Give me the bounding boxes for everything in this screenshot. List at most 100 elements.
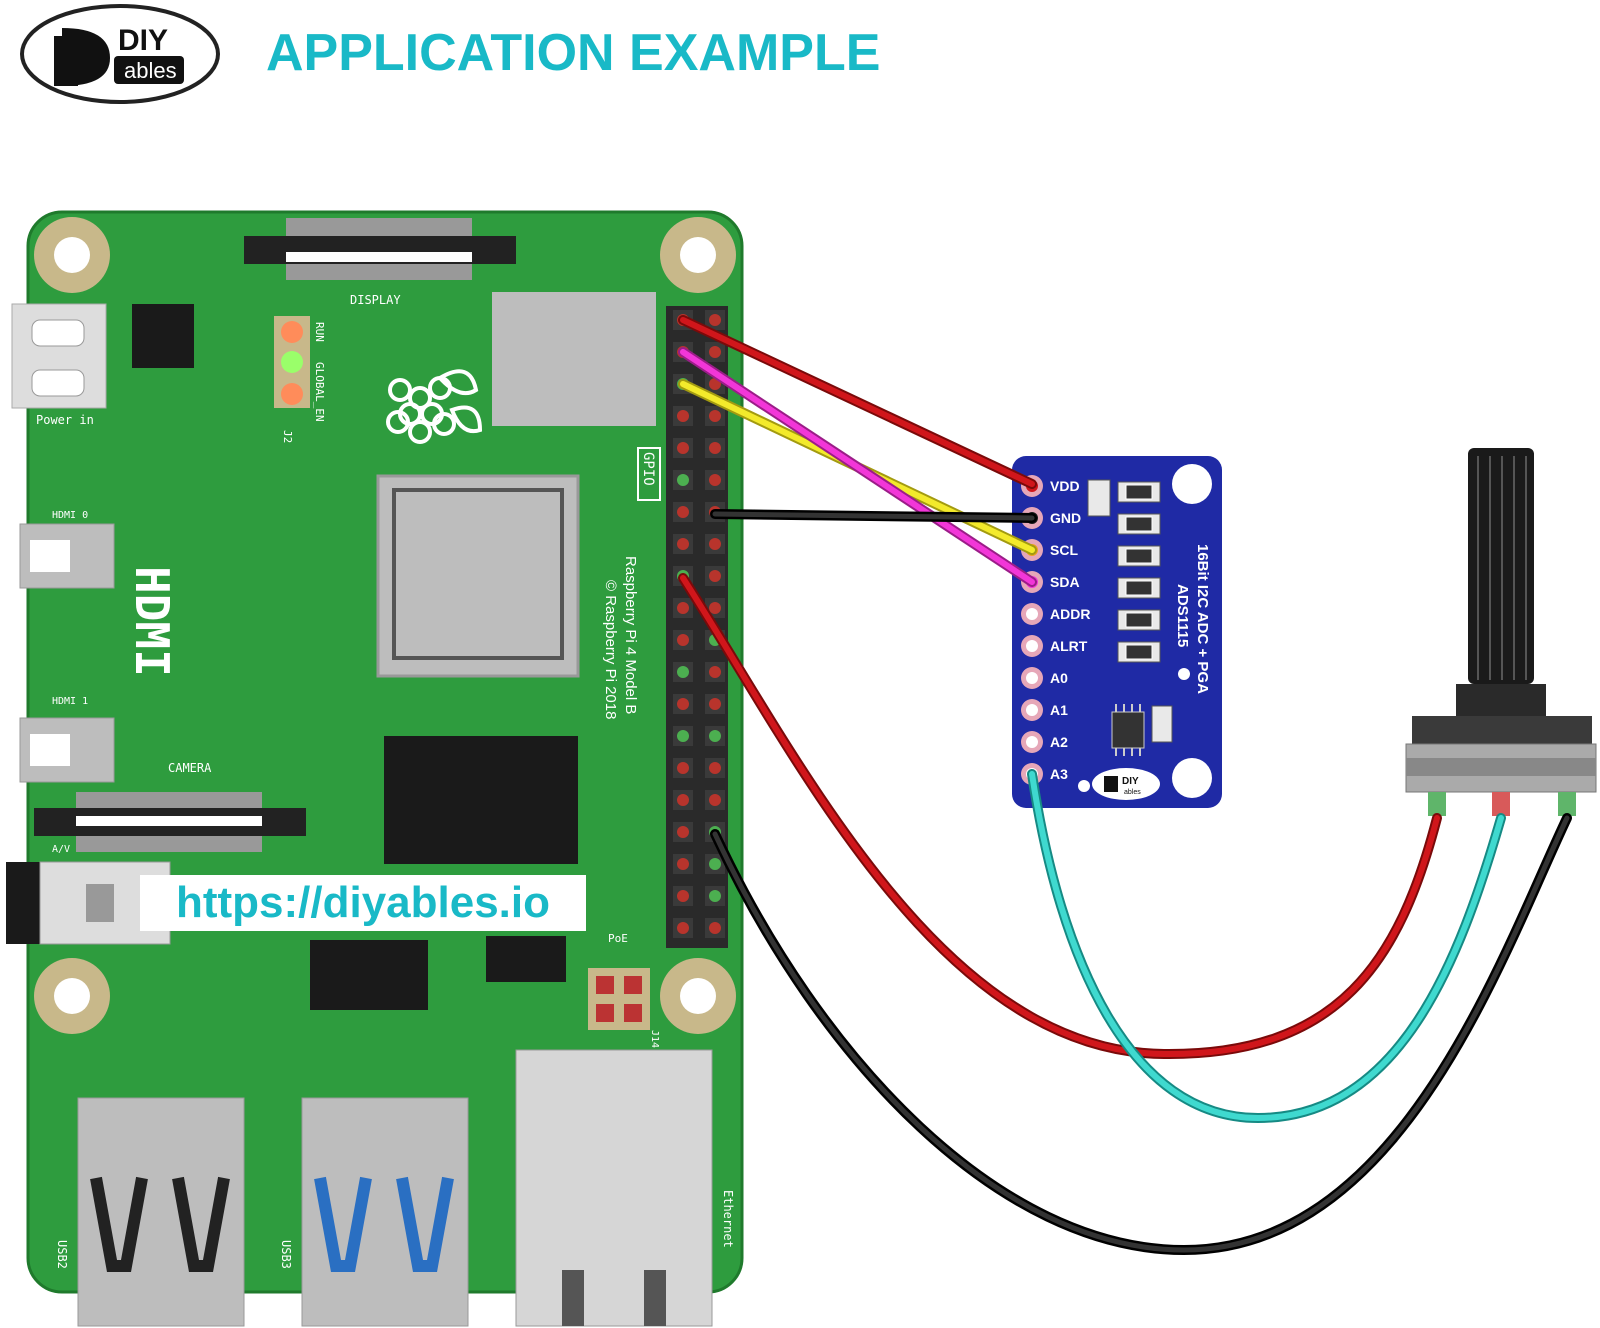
cpu <box>376 474 580 678</box>
gpio-label: GPIO <box>640 452 656 486</box>
logo-text-bottom: ables <box>124 58 177 83</box>
camera-connector: CAMERA <box>34 761 306 852</box>
power-port: Power in <box>11 303 107 427</box>
adc-pin-label: VDD <box>1050 478 1080 494</box>
module-logo-top: DIY <box>1122 776 1139 787</box>
gpio-pin <box>677 634 689 646</box>
model-line-2: © Raspberry Pi 2018 <box>602 580 619 719</box>
gpio-pin <box>677 698 689 710</box>
led-j2-icon <box>281 383 303 405</box>
page-title: APPLICATION EXAMPLE <box>266 24 880 82</box>
gpio-pin <box>677 474 689 486</box>
wire-pot-out <box>1027 769 1506 1124</box>
url-link[interactable]: https://diyables.io <box>175 878 551 927</box>
diyables-logo: DIY ables <box>20 4 220 104</box>
gpio-pin <box>709 602 721 614</box>
wireless-module <box>492 292 656 426</box>
adc-pin-label: ALRT <box>1050 638 1088 654</box>
ethernet-label: Ethernet <box>721 1190 735 1248</box>
gpio-pin <box>709 762 721 774</box>
adc-pin-label: A1 <box>1050 702 1068 718</box>
ram-chip <box>384 736 578 864</box>
gpio-pin <box>709 794 721 806</box>
wire-sda <box>678 347 1037 587</box>
adc-pin-label: ADDR <box>1050 606 1090 622</box>
adc-pin-hole <box>1026 640 1038 652</box>
power-label: Power in <box>36 413 94 427</box>
ads1115-chip <box>1111 704 1145 756</box>
smd-resistors <box>1087 479 1173 743</box>
gpio-pin <box>709 730 721 742</box>
gpio-pin <box>677 890 689 902</box>
potentiometer <box>1405 448 1597 816</box>
j14-label: J14 <box>649 1030 660 1048</box>
usb2-ports: USB2 <box>55 1097 245 1327</box>
display-connector: DISPLAY <box>244 218 516 307</box>
gpio-pin <box>677 666 689 678</box>
adc-pin-hole <box>1026 736 1038 748</box>
raspberry-pi-board: DISPLAY Power in RUN GLOBAL_EN J2 <box>6 210 744 1327</box>
model-line-1: Raspberry Pi 4 Model B <box>622 556 639 714</box>
gpio-pin <box>709 474 721 486</box>
gpio-pin <box>677 858 689 870</box>
adc-pin-hole <box>1026 608 1038 620</box>
adc-pin-label: GND <box>1050 510 1081 526</box>
av-label: A/V <box>52 844 70 855</box>
wires <box>678 315 1572 1256</box>
adc-pin-hole <box>1026 704 1038 716</box>
gpio-pin <box>677 442 689 454</box>
hdmi-big-label: HDMI <box>125 566 179 677</box>
logo-text-top: DIY <box>118 24 168 57</box>
gpio-pin <box>677 730 689 742</box>
wire-vdd <box>678 315 1037 489</box>
hdmi-1-port: HDMI 1 <box>19 696 115 783</box>
gpio-pin <box>677 538 689 550</box>
poe-header: PoE J14 <box>588 932 660 1048</box>
gpio-pin <box>709 442 721 454</box>
led-global-icon <box>281 351 303 373</box>
adc-pin-label: A0 <box>1050 670 1068 686</box>
adc-pin-label: SDA <box>1050 574 1080 590</box>
display-label: DISPLAY <box>350 293 401 307</box>
wire-pot-gnd <box>710 813 1572 1256</box>
gpio-pin <box>677 410 689 422</box>
poe-label: PoE <box>608 932 628 945</box>
gpio-pin <box>709 666 721 678</box>
adc-pin-label: A2 <box>1050 734 1068 750</box>
usb3-label: USB3 <box>279 1240 293 1269</box>
ethernet-port: Ethernet <box>515 1049 735 1327</box>
gpio-pin <box>709 858 721 870</box>
led-run-icon <box>281 321 303 343</box>
adc-pin-label: SCL <box>1050 542 1078 558</box>
hdmi0-label: HDMI 0 <box>52 510 88 521</box>
ethernet-chip <box>486 936 566 982</box>
status-leds: RUN GLOBAL_EN J2 <box>274 316 326 443</box>
gpio-pin <box>709 346 721 358</box>
gpio-pin <box>709 410 721 422</box>
led-run-label: RUN <box>313 322 326 342</box>
raspberry-logo-icon <box>386 369 483 444</box>
gpio-pin <box>709 890 721 902</box>
usb-controller-chip <box>310 940 428 1010</box>
gpio-pin <box>709 698 721 710</box>
adc-pin-hole <box>1026 672 1038 684</box>
gpio-pin <box>709 570 721 582</box>
gpio-pin <box>677 602 689 614</box>
adc-title-line-2: ADS1115 <box>1174 584 1191 647</box>
hdmi1-label: HDMI 1 <box>52 696 88 707</box>
wire-pot-vcc <box>678 573 1442 1060</box>
gpio-pin <box>677 506 689 518</box>
adc-pin-label: A3 <box>1050 766 1068 782</box>
gpio-pin <box>709 314 721 326</box>
gpio-pin <box>677 762 689 774</box>
usb2-label: USB2 <box>55 1240 69 1269</box>
gpio-pin <box>677 794 689 806</box>
module-logo: DIY ables <box>1092 768 1160 800</box>
usb3-ports: USB3 <box>279 1097 469 1327</box>
gpio-pin <box>709 538 721 550</box>
mounting-holes <box>34 217 736 1034</box>
led-global-label: GLOBAL_EN <box>313 362 326 422</box>
ads1115-module: DIY ables 16Bit I2C ADC + PGA ADS1115 VD… <box>1012 456 1222 808</box>
module-logo-bottom: ables <box>1124 789 1141 796</box>
